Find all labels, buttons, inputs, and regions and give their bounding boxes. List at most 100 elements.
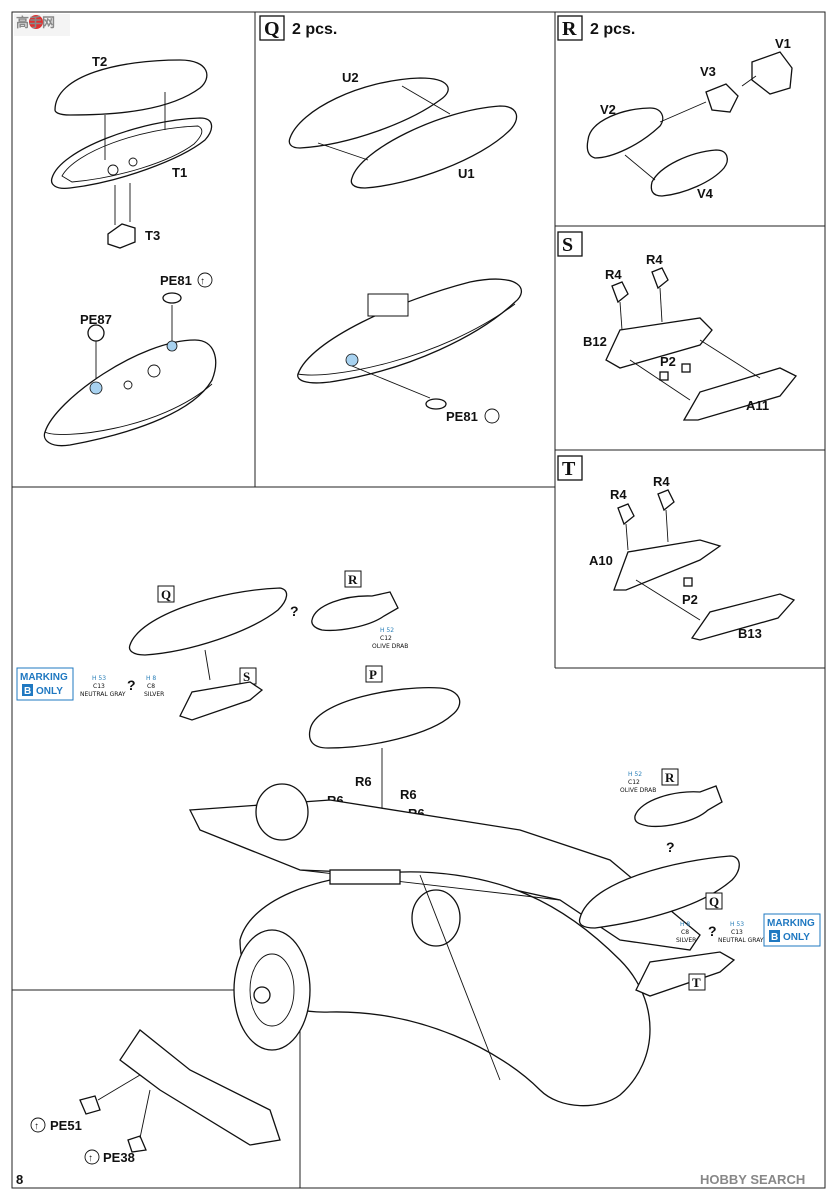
part-p2 bbox=[659, 371, 669, 381]
label-r4-b: R4 bbox=[646, 252, 663, 267]
part-a10 bbox=[613, 539, 722, 591]
part-b13 bbox=[690, 593, 796, 641]
choice-symbol: ? bbox=[666, 839, 675, 855]
part-t3 bbox=[107, 223, 136, 249]
part-r4 bbox=[651, 267, 669, 290]
paint-c13: C13 bbox=[93, 683, 105, 690]
label-pe81-q: PE81 bbox=[446, 409, 478, 424]
pylon-t-right bbox=[635, 951, 736, 997]
engine-cowling bbox=[233, 929, 311, 1051]
label-r4-c: R4 bbox=[610, 487, 627, 502]
hobby-search-watermark: HOBBY SEARCH bbox=[700, 1172, 805, 1187]
marking-only-right: ONLY bbox=[783, 932, 810, 943]
paint-c12-r: C12 bbox=[628, 779, 640, 786]
main-assembly: Q R ? H 52 C12 OLIVE DRAB MARKING B ONLY… bbox=[16, 570, 821, 1107]
bomb-r-left bbox=[311, 591, 399, 632]
label-pe87: PE87 bbox=[80, 312, 112, 327]
paint-neutral-gray-r: NEUTRAL GRAY bbox=[718, 937, 764, 944]
drop-tank-p bbox=[308, 686, 461, 749]
callout-r-left: R bbox=[348, 572, 358, 587]
paint-c8-r: C8 bbox=[681, 929, 689, 936]
part-pe87 bbox=[87, 324, 105, 342]
photo-etch-icon: ↑ bbox=[88, 1153, 93, 1164]
paint-h8: H 8 bbox=[146, 675, 156, 682]
part-b12 bbox=[605, 317, 713, 369]
panel-t-parts: T2 T1 T3 PE81 ↑ PE87 bbox=[43, 54, 217, 447]
panel-q: Q 2 pcs. U2 U1 PE81 bbox=[259, 15, 522, 424]
part-u2 bbox=[288, 77, 449, 149]
part-p2 bbox=[683, 577, 693, 587]
marking-note-left: MARKING bbox=[20, 672, 68, 683]
wheel-right bbox=[411, 889, 461, 947]
detail-wing-part bbox=[119, 1029, 281, 1146]
part-v4 bbox=[650, 149, 728, 197]
step-t-label: T bbox=[562, 458, 576, 480]
paint-c12: C12 bbox=[380, 635, 392, 642]
part-a11 bbox=[682, 367, 798, 421]
label-r6-c: R6 bbox=[400, 787, 417, 802]
pod-q-left bbox=[128, 587, 288, 656]
callout-p: P bbox=[369, 667, 377, 682]
label-t1: T1 bbox=[172, 165, 187, 180]
part-pe81-q bbox=[425, 398, 447, 410]
part-v1 bbox=[751, 51, 793, 95]
photo-etch-icon: ↑ bbox=[200, 276, 205, 287]
wheel-left bbox=[255, 783, 309, 841]
paint-c13-r: C13 bbox=[731, 929, 743, 936]
label-u2: U2 bbox=[342, 70, 359, 85]
callout-s-left: S bbox=[243, 669, 250, 684]
svg-text:高手网: 高手网 bbox=[16, 15, 55, 30]
paint-neutral-gray: NEUTRAL GRAY bbox=[80, 691, 126, 698]
pod-q-right bbox=[578, 855, 740, 929]
page-number: 8 bbox=[16, 1172, 23, 1187]
label-p2-t: P2 bbox=[682, 592, 698, 607]
label-a11: A11 bbox=[746, 398, 769, 413]
site-logo: 高手网 bbox=[14, 14, 70, 36]
part-u1 bbox=[350, 105, 518, 189]
part-t1 bbox=[50, 117, 213, 190]
paint-h53-r: H 53 bbox=[730, 921, 744, 928]
propeller-hub bbox=[253, 986, 271, 1004]
photo-etch-icon: ↑ bbox=[34, 1121, 39, 1132]
paint-h53: H 53 bbox=[92, 675, 106, 682]
panel-t: T R4 R4 A10 P2 B13 bbox=[557, 455, 796, 641]
label-pe51: PE51 bbox=[50, 1118, 82, 1133]
step-r-label: R bbox=[562, 18, 577, 40]
label-r6-a: R6 bbox=[355, 774, 372, 789]
label-pe38: PE38 bbox=[103, 1150, 135, 1165]
marking-note-right: MARKING bbox=[767, 918, 815, 929]
callout-t-right: T bbox=[692, 975, 701, 990]
bomb-r-right bbox=[634, 785, 723, 828]
part-tank-assembly bbox=[43, 339, 217, 447]
panel-s: S R4 R4 B12 P2 A11 bbox=[557, 231, 798, 421]
part-v2 bbox=[586, 107, 664, 159]
label-t2: T2 bbox=[92, 54, 107, 69]
paint-silver-r: SILVER bbox=[676, 937, 696, 944]
label-r4-a: R4 bbox=[605, 267, 622, 282]
label-v4: V4 bbox=[697, 186, 714, 201]
part-r4 bbox=[657, 489, 675, 512]
marking-letter-left: B bbox=[24, 686, 31, 697]
part-v3 bbox=[705, 83, 739, 113]
marking-letter-right: B bbox=[771, 932, 778, 943]
paint-h52-r: H 52 bbox=[628, 771, 642, 778]
choice-symbol: ? bbox=[290, 603, 299, 619]
label-v2: V2 bbox=[600, 102, 616, 117]
pylon-s-left bbox=[179, 681, 264, 721]
label-t3: T3 bbox=[145, 228, 160, 243]
part-pe51 bbox=[79, 1095, 101, 1115]
part-t2 bbox=[54, 59, 208, 116]
step-q-label: Q bbox=[264, 18, 280, 40]
paint-silver: SILVER bbox=[144, 691, 164, 698]
part-pe38 bbox=[127, 1135, 147, 1153]
label-a10: A10 bbox=[589, 553, 613, 568]
panel-r: R 2 pcs. V1 V3 V2 V4 bbox=[557, 15, 793, 201]
label-pe81: PE81 bbox=[160, 273, 192, 288]
label-u1: U1 bbox=[458, 166, 475, 181]
part-p2 bbox=[681, 363, 691, 373]
detail-pe51-pe38: ↑ PE51 ↑ PE38 bbox=[30, 1029, 281, 1165]
label-b12: B12 bbox=[583, 334, 607, 349]
paint-olive-drab: OLIVE DRAB bbox=[372, 643, 408, 650]
center-rack bbox=[329, 869, 401, 885]
